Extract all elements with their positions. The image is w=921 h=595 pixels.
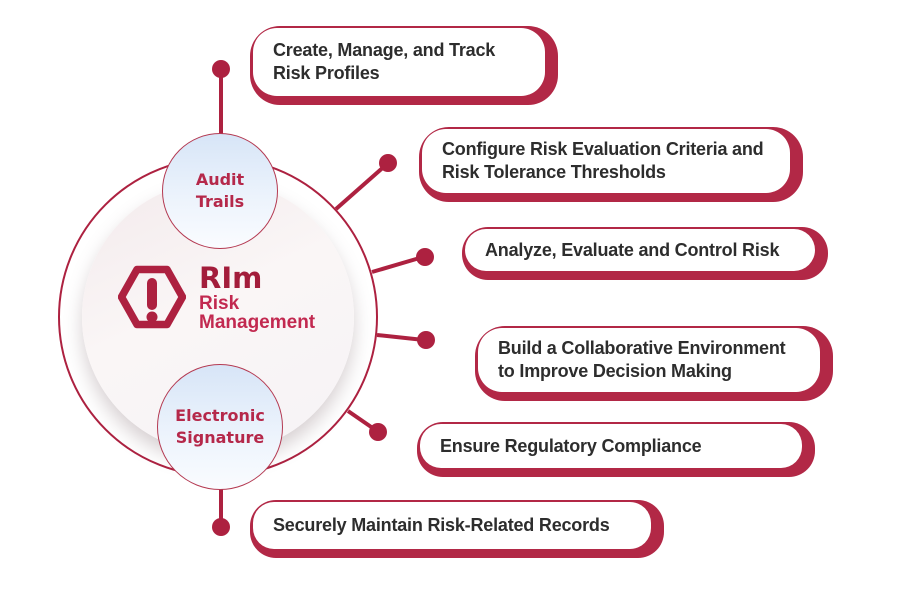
feature-card-evaluation-criteria: Configure Risk Evaluation Criteria and R… [419, 127, 803, 202]
feature-text: Securely Maintain Risk-Related Records [273, 515, 610, 535]
connector-dot [417, 331, 435, 349]
satellite-electronic-signature: Electronic Signature [157, 364, 283, 490]
satellite-label: Electronic [175, 406, 265, 425]
feature-card-collaborative-environment: Build a Collaborative Environment to Imp… [475, 326, 833, 401]
feature-card-risk-profiles: Create, Manage, and Track Risk Profiles [250, 26, 558, 105]
product-name-line: Risk [199, 293, 240, 314]
card-face: Analyze, Evaluate and Control Risk [465, 229, 815, 271]
product-abbreviation: RIm [199, 261, 263, 295]
feature-text: Configure Risk Evaluation Criteria and [442, 139, 764, 159]
connector-line [334, 162, 389, 211]
card-face: Create, Manage, and Track Risk Profiles [253, 28, 545, 96]
feature-text: to Improve Decision Making [498, 361, 732, 381]
satellite-audit-trails: Audit Trails [162, 133, 278, 249]
feature-text: Risk Profiles [273, 63, 380, 83]
satellite-label: Signature [175, 428, 265, 447]
card-face: Securely Maintain Risk-Related Records [253, 502, 651, 549]
connector-line [371, 255, 424, 274]
feature-text: Create, Manage, and Track [273, 40, 496, 60]
connector-dot [212, 518, 230, 536]
warning-hexagon-icon [118, 265, 186, 329]
feature-card-risk-records: Securely Maintain Risk-Related Records [250, 500, 664, 558]
connector-line [376, 333, 425, 342]
feature-card-analyze-control: Analyze, Evaluate and Control Risk [462, 227, 828, 280]
connector-line [346, 409, 379, 433]
connector-dot [416, 248, 434, 266]
product-name-line: Management [199, 312, 316, 333]
connector-dot [212, 60, 230, 78]
feature-card-regulatory-compliance: Ensure Regulatory Compliance [417, 422, 815, 477]
feature-text: Risk Tolerance Thresholds [442, 162, 666, 182]
connector-dot [379, 154, 397, 172]
feature-text: Build a Collaborative Environment [498, 338, 786, 358]
satellite-label: Audit [195, 170, 245, 189]
feature-text: Ensure Regulatory Compliance [440, 435, 702, 456]
card-face: Configure Risk Evaluation Criteria and R… [422, 129, 790, 193]
satellite-label: Trails [195, 192, 245, 211]
central-logo-block: RIm Risk Management [118, 262, 328, 332]
card-face: Ensure Regulatory Compliance [420, 424, 802, 468]
card-face: Build a Collaborative Environment to Imp… [478, 328, 820, 392]
connector-dot [369, 423, 387, 441]
feature-text: Analyze, Evaluate and Control Risk [485, 239, 780, 260]
